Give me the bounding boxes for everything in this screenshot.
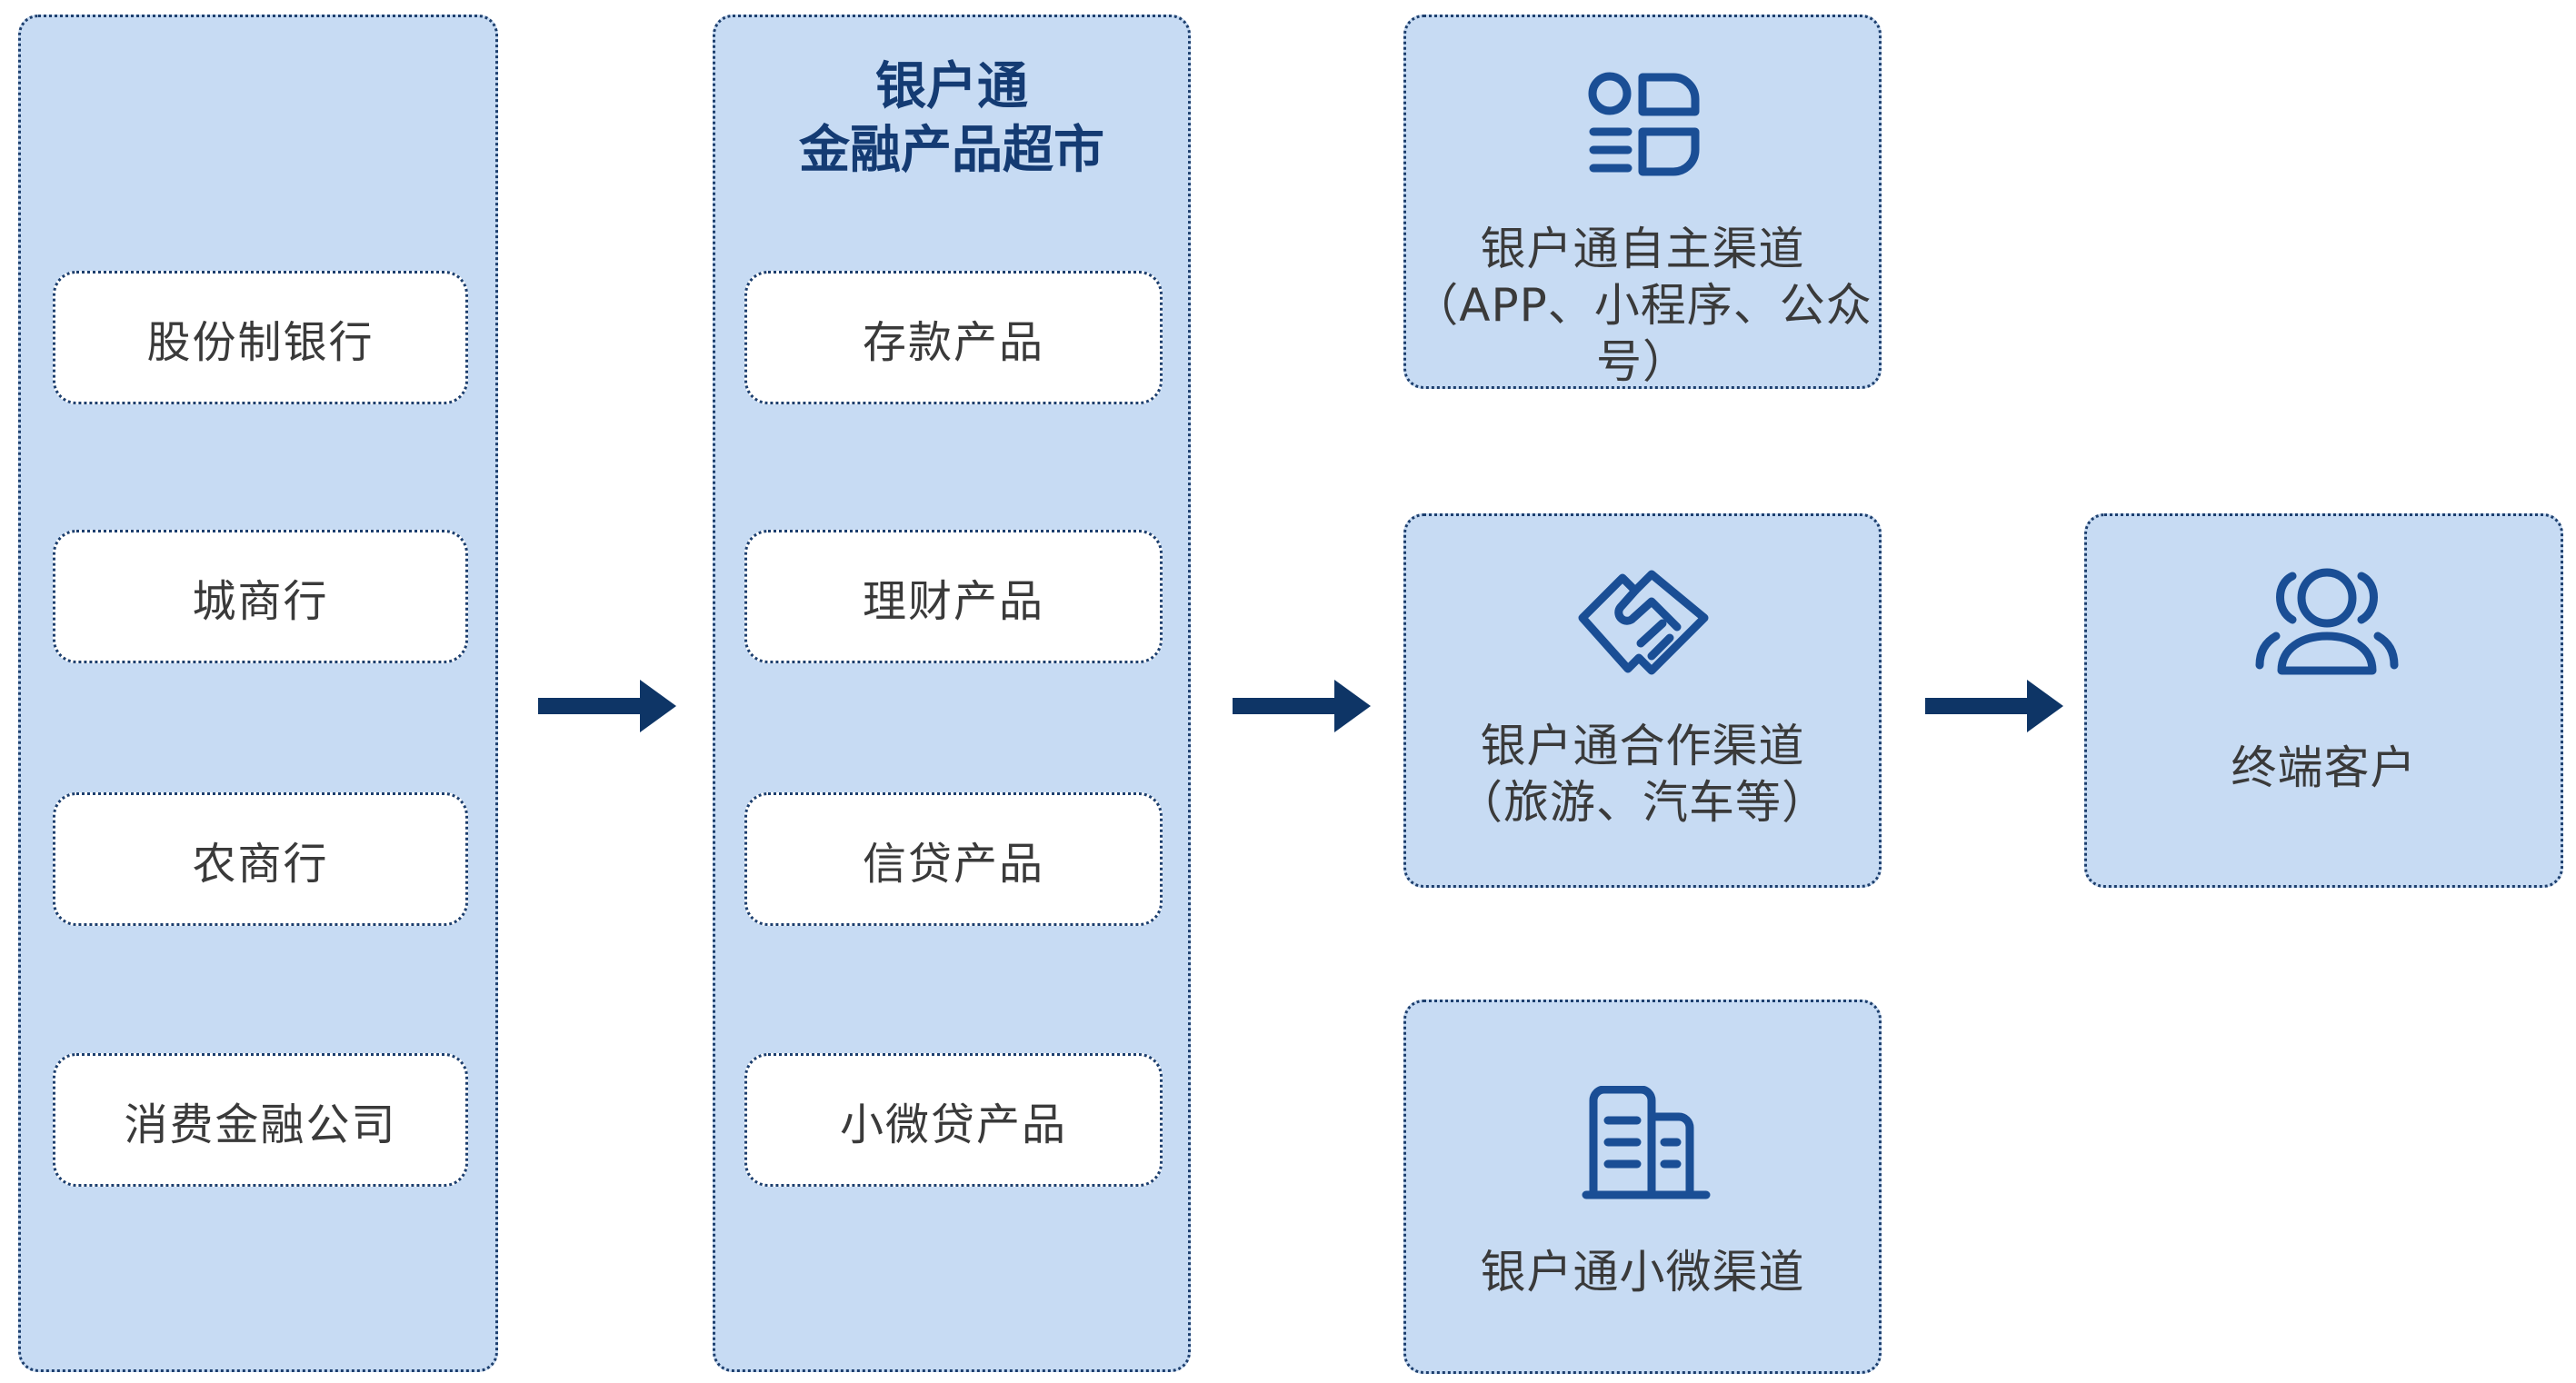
product-label: 信贷产品 bbox=[862, 838, 1044, 890]
end-customer-label: 终端客户 bbox=[2231, 741, 2417, 794]
arrow-right-icon bbox=[1925, 680, 2063, 732]
channel-partner-card: 银户通合作渠道 （旅游、汽车等） bbox=[1403, 513, 1882, 888]
institution-label: 城商行 bbox=[192, 575, 329, 627]
channel-partner-title: 银户通合作渠道 bbox=[1480, 720, 1805, 772]
channel-self-subtitle: （APP、小程序、公众号） bbox=[1413, 279, 1872, 388]
channel-partner-subtitle: （旅游、汽车等） bbox=[1457, 776, 1828, 829]
app-icon bbox=[1588, 72, 1700, 176]
institution-item: 城商行 bbox=[53, 530, 468, 663]
market-title-line2: 金融产品超市 bbox=[799, 121, 1104, 180]
channel-micro-card: 银户通小微渠道 bbox=[1403, 1000, 1882, 1374]
institution-item: 消费金融公司 bbox=[53, 1053, 468, 1187]
institution-label: 农商行 bbox=[192, 838, 329, 890]
users-icon bbox=[2255, 568, 2399, 675]
product-item: 理财产品 bbox=[744, 530, 1163, 663]
channel-self-card: 银户通自主渠道 （APP、小程序、公众号） bbox=[1403, 15, 1882, 389]
channel-micro-title: 银户通小微渠道 bbox=[1480, 1246, 1805, 1298]
product-label: 小微贷产品 bbox=[839, 1099, 1067, 1150]
market-title-line1: 银户通 bbox=[875, 57, 1028, 116]
institutions-panel: 股份制银行 城商行 农商行 消费金融公司 bbox=[18, 15, 498, 1372]
arrow-right-icon bbox=[1233, 680, 1371, 732]
product-item: 信贷产品 bbox=[744, 792, 1163, 926]
end-customer-card: 终端客户 bbox=[2084, 513, 2563, 888]
product-item: 小微贷产品 bbox=[744, 1053, 1163, 1187]
institution-label: 消费金融公司 bbox=[124, 1099, 397, 1150]
product-market-panel: 银户通 金融产品超市 存款产品 理财产品 信贷产品 小微贷产品 bbox=[713, 15, 1191, 1372]
product-label: 理财产品 bbox=[862, 575, 1044, 627]
buildings-icon bbox=[1582, 1086, 1711, 1199]
channel-self-title: 银户通自主渠道 bbox=[1480, 223, 1805, 275]
product-label: 存款产品 bbox=[862, 316, 1044, 368]
arrow-right-icon bbox=[538, 680, 676, 732]
institution-label: 股份制银行 bbox=[146, 316, 374, 368]
institution-item: 农商行 bbox=[53, 792, 468, 926]
product-item: 存款产品 bbox=[744, 271, 1163, 404]
handshake-icon bbox=[1578, 570, 1709, 675]
institution-item: 股份制银行 bbox=[53, 271, 468, 404]
